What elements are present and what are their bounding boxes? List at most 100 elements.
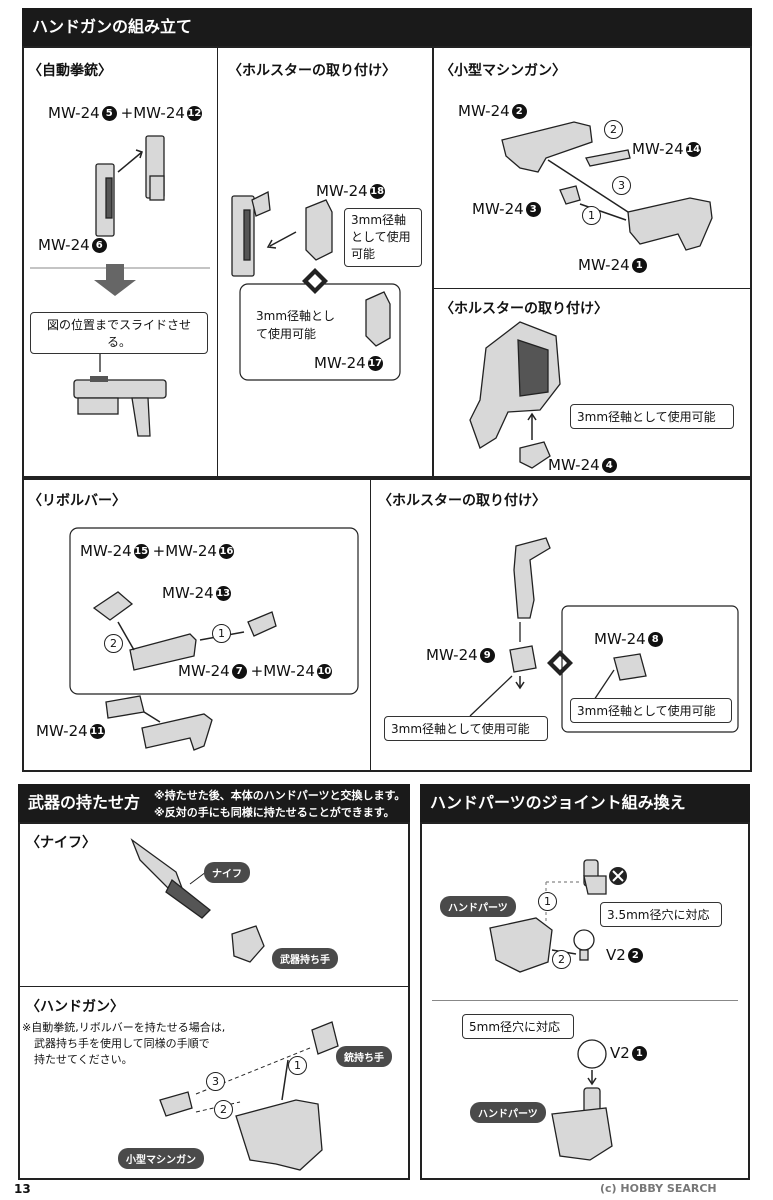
part-number-badge: 12 xyxy=(186,106,202,121)
smg-title: 〈小型マシンガン〉 xyxy=(440,63,566,79)
part-number-badge: 4 xyxy=(601,458,617,473)
part-label-text: MW-24 xyxy=(578,256,630,274)
weapon-holding-title: 武器の持たせ方 xyxy=(28,793,141,812)
part-label-text: +MW-24 xyxy=(250,662,315,680)
part-number-badge: 8 xyxy=(647,632,663,647)
hand-parts-label: ハンドパーツ xyxy=(470,1102,546,1123)
slide-note-callout: 図の位置までスライドさせる。 xyxy=(30,312,208,354)
weapon-hand-label: 武器持ち手 xyxy=(272,948,338,969)
part-label-text: MW-24 xyxy=(162,584,214,602)
watermark: (c) HOBBY SEARCH xyxy=(600,1182,717,1195)
part-label-text: MW-24 xyxy=(548,456,600,474)
shaft-note-callout: 3mm径軸として使用可能 xyxy=(344,208,422,267)
joint-swap-panel xyxy=(420,822,750,1180)
step-number: 1 xyxy=(288,1056,307,1075)
part-label-text: MW-24 xyxy=(594,630,646,648)
part-number-badge: 2 xyxy=(511,104,527,119)
divider xyxy=(370,480,371,770)
part-label-text: MW-24 xyxy=(314,354,366,372)
part-label-text: MW-24 xyxy=(48,104,100,122)
part-number-badge: 13 xyxy=(215,586,231,601)
part-number-badge: 18 xyxy=(369,184,385,199)
part-label-text: MW-24 xyxy=(316,182,368,200)
part-label-text: MW-24 xyxy=(458,102,510,120)
holster-title: 〈ホルスターの取り付け〉 xyxy=(440,301,608,317)
step-number: 1 xyxy=(582,206,601,225)
part-number-badge: 16 xyxy=(218,544,234,559)
shaft-note-callout: 3mm径軸として使用可能 xyxy=(250,304,342,346)
hole-note-callout: 5mm径穴に対応 xyxy=(462,1014,574,1039)
part-label-text: V2 xyxy=(610,1044,630,1062)
smg-label: 小型マシンガン xyxy=(118,1148,204,1169)
shaft-note-callout: 3mm径軸として使用可能 xyxy=(570,404,734,429)
step-number: 2 xyxy=(604,120,623,139)
part-number-badge: 6 xyxy=(91,238,107,253)
divider xyxy=(433,288,750,289)
part-number-badge: 10 xyxy=(316,664,332,679)
handgun-note: 持たせてください。 xyxy=(34,1053,133,1066)
weapon-holding-note: ※持たせた後、本体のハンドパーツと交換します。 xyxy=(154,789,406,802)
part-number-badge: 17 xyxy=(367,356,383,371)
part-number-badge: 11 xyxy=(89,724,105,739)
knife-label: ナイフ xyxy=(204,862,250,883)
holster-title: 〈ホルスターの取り付け〉 xyxy=(378,493,546,509)
part-label-text: +MW-24 xyxy=(120,104,185,122)
step-number: 2 xyxy=(104,634,123,653)
part-number-badge: 1 xyxy=(631,258,647,273)
part-number-badge: 5 xyxy=(101,106,117,121)
part-label-text: +MW-24 xyxy=(152,542,217,560)
weapon-holding-header: 武器の持たせ方 xyxy=(18,784,410,822)
gun-hand-label: 銃持ち手 xyxy=(336,1046,392,1067)
hole-note-callout: 3.5mm径穴に対応 xyxy=(600,902,722,927)
revolver-title: 〈リボルバー〉 xyxy=(28,493,126,509)
step-number: 2 xyxy=(552,950,571,969)
shaft-note-callout: 3mm径軸として使用可能 xyxy=(570,698,732,723)
step-number: 2 xyxy=(214,1100,233,1119)
part-label-text: MW-24 xyxy=(178,662,230,680)
handgun-title: 〈ハンドガン〉 xyxy=(26,999,124,1015)
step-number: 1 xyxy=(212,624,231,643)
holster-title: 〈ホルスターの取り付け〉 xyxy=(228,63,396,79)
step-number: 1 xyxy=(538,892,557,911)
handgun-note: 武器持ち手を使用して同様の手順で xyxy=(34,1037,210,1050)
part-label-text: V2 xyxy=(606,946,626,964)
handgun-assembly-header: ハンドガンの組み立て xyxy=(22,8,752,46)
part-number-badge: 9 xyxy=(479,648,495,663)
part-number-badge: 2 xyxy=(627,948,643,963)
part-number-badge: 14 xyxy=(685,142,701,157)
knife-title: 〈ナイフ〉 xyxy=(26,835,96,851)
part-label-text: MW-24 xyxy=(632,140,684,158)
joint-swap-header: ハンドパーツのジョイント組み換え xyxy=(420,784,750,822)
step-number: 3 xyxy=(612,176,631,195)
divider xyxy=(217,48,218,476)
part-number-badge: 15 xyxy=(133,544,149,559)
part-number-badge: 3 xyxy=(525,202,541,217)
part-number-badge: 7 xyxy=(231,664,247,679)
weapon-holding-note: ※反対の手にも同様に持たせることができます。 xyxy=(154,806,395,819)
step-number: 3 xyxy=(206,1072,225,1091)
part-label-text: MW-24 xyxy=(472,200,524,218)
auto-pistol-title: 〈自動拳銃〉 xyxy=(28,63,112,79)
part-label-text: MW-24 xyxy=(36,722,88,740)
part-label-text: MW-24 xyxy=(426,646,478,664)
hand-parts-label: ハンドパーツ xyxy=(440,896,516,917)
divider xyxy=(432,1000,738,1001)
shaft-note-callout: 3mm径軸として使用可能 xyxy=(384,716,548,741)
part-label-text: MW-24 xyxy=(80,542,132,560)
